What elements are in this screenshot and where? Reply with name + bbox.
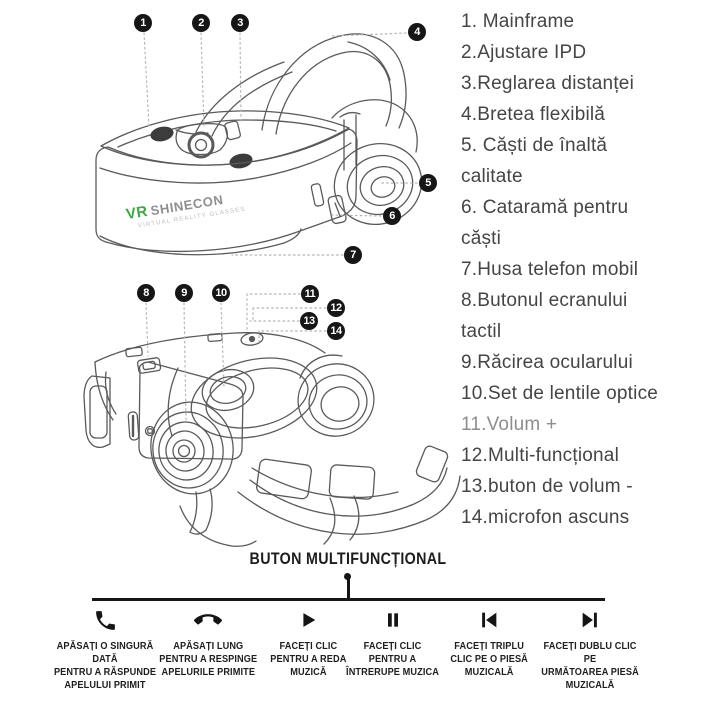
action-reject-label: APĂSAȚI LUNG PENTRU A RESPINGE APELURILE… <box>158 641 258 678</box>
mainframe-box <box>95 110 358 256</box>
legend-item-10: 10.Set de lentile optice <box>461 383 659 404</box>
callout-2: 2 <box>192 14 210 32</box>
callout-11: 11 <box>301 285 319 303</box>
action-next-label: FACEȚI DUBLU CLIC PE URMĂTOAREA PIESĂ MU… <box>541 641 639 691</box>
action-play-label: FACEȚI CLIC PENTRU A REDA MUZICĂ <box>269 641 347 678</box>
callout-8: 8 <box>137 284 155 302</box>
callout-3: 3 <box>231 14 249 32</box>
callout-7: 7 <box>344 246 362 264</box>
callout-leader-lines <box>143 32 418 421</box>
skip-next-icon <box>579 605 601 635</box>
legend-item-3: 3.Reglarea distanței <box>461 73 634 94</box>
callout-9: 9 <box>175 284 193 302</box>
legend-item-5: 5. Căști de înaltă calitate <box>461 135 608 187</box>
legend-item-13: 13.buton de volum - <box>461 476 633 497</box>
multifunction-button-title: BUTON MULTIFUNCȚIONAL <box>249 549 447 568</box>
parts-legend: 1. Mainframe 2.Ajustare IPD 3.Reglarea d… <box>461 6 709 533</box>
timeline-bar <box>92 598 605 601</box>
timeline-tick-dot <box>344 573 351 580</box>
action-previous-track: FACEȚI TRIPLU CLIC PE O PIESĂ MUZICALĂ <box>424 605 554 679</box>
headset-bottom-view <box>83 332 461 547</box>
pause-icon <box>383 605 403 635</box>
timeline-tick-line <box>346 578 350 599</box>
action-play-music: FACEȚI CLIC PENTRU A REDA MUZICĂ <box>243 605 373 679</box>
legend-item-1: 1. Mainframe <box>461 11 575 32</box>
legend-item-2: 2.Ajustare IPD <box>461 42 587 63</box>
legend-item-7: 7.Husa telefon mobil <box>461 259 639 280</box>
phone-answer-icon <box>93 605 118 635</box>
earcup-rear <box>297 354 375 437</box>
head-straps <box>179 445 461 547</box>
face-cushion-and-lens <box>190 357 318 439</box>
legend-item-11: 11.Volum + <box>461 414 558 435</box>
legend-item-12: 12.Multi-funcțional <box>461 445 619 466</box>
action-pause-label: FACEȚI CLIC PENTRU A ÎNTRERUPE MUZICA <box>346 641 440 678</box>
callout-4: 4 <box>408 23 426 41</box>
legend-item-9: 9.Răcirea ocularului <box>461 352 633 373</box>
flexible-strap <box>175 33 407 137</box>
callout-6: 6 <box>383 207 401 225</box>
callout-5: 5 <box>419 174 437 192</box>
earcup-front <box>150 367 234 535</box>
callout-12: 12 <box>327 299 345 317</box>
phone-hangup-icon <box>194 605 222 635</box>
play-icon <box>297 605 319 635</box>
action-previous-label: FACEȚI TRIPLU CLIC PE O PIESĂ MUZICALĂ <box>450 641 528 678</box>
action-answer-call: APĂSAȚI O SINGURĂ DATĂ PENTRU A RĂSPUNDE… <box>40 605 170 692</box>
action-next-track: FACEȚI DUBLU CLIC PE URMĂTOAREA PIESĂ MU… <box>525 605 655 692</box>
action-reject-call: APĂSAȚI LUNG PENTRU A RESPINGE APELURILE… <box>143 605 273 679</box>
legend-item-14: 14.microfon ascuns <box>461 507 630 528</box>
action-answer-label: APĂSAȚI O SINGURĂ DATĂ PENTRU A RĂSPUNDE… <box>53 641 157 691</box>
callout-10: 10 <box>212 284 230 302</box>
callout-13: 13 <box>300 312 318 330</box>
action-pause-music: FACEȚI CLIC PENTRU A ÎNTRERUPE MUZICA <box>328 605 458 679</box>
skip-previous-icon <box>478 605 500 635</box>
legend-item-8: 8.Butonul ecranului tactil <box>461 290 628 342</box>
body-shell <box>83 332 326 460</box>
callout-14: 14 <box>327 322 345 340</box>
callout-1: 1 <box>134 14 152 32</box>
legend-item-6: 6. Cataramă pentru căști <box>461 197 629 249</box>
brand-vr: VR <box>124 202 150 224</box>
legend-item-4: 4.Bretea flexibilă <box>461 104 606 125</box>
